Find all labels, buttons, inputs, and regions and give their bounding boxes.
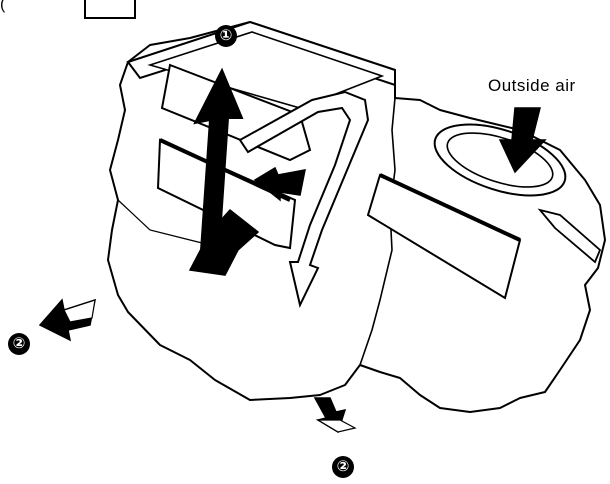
marker-2-bottom: ②	[332, 456, 354, 478]
outlet-arrow-bottom-shadow	[318, 420, 355, 432]
outside-air-label: Outside air	[488, 76, 576, 96]
header-box-fragment	[85, 0, 135, 18]
marker-2-left: ②	[8, 333, 30, 355]
header-fragment: (	[0, 0, 5, 14]
marker-1: ①	[215, 25, 237, 47]
outlet-arrow-left-body	[64, 300, 95, 322]
